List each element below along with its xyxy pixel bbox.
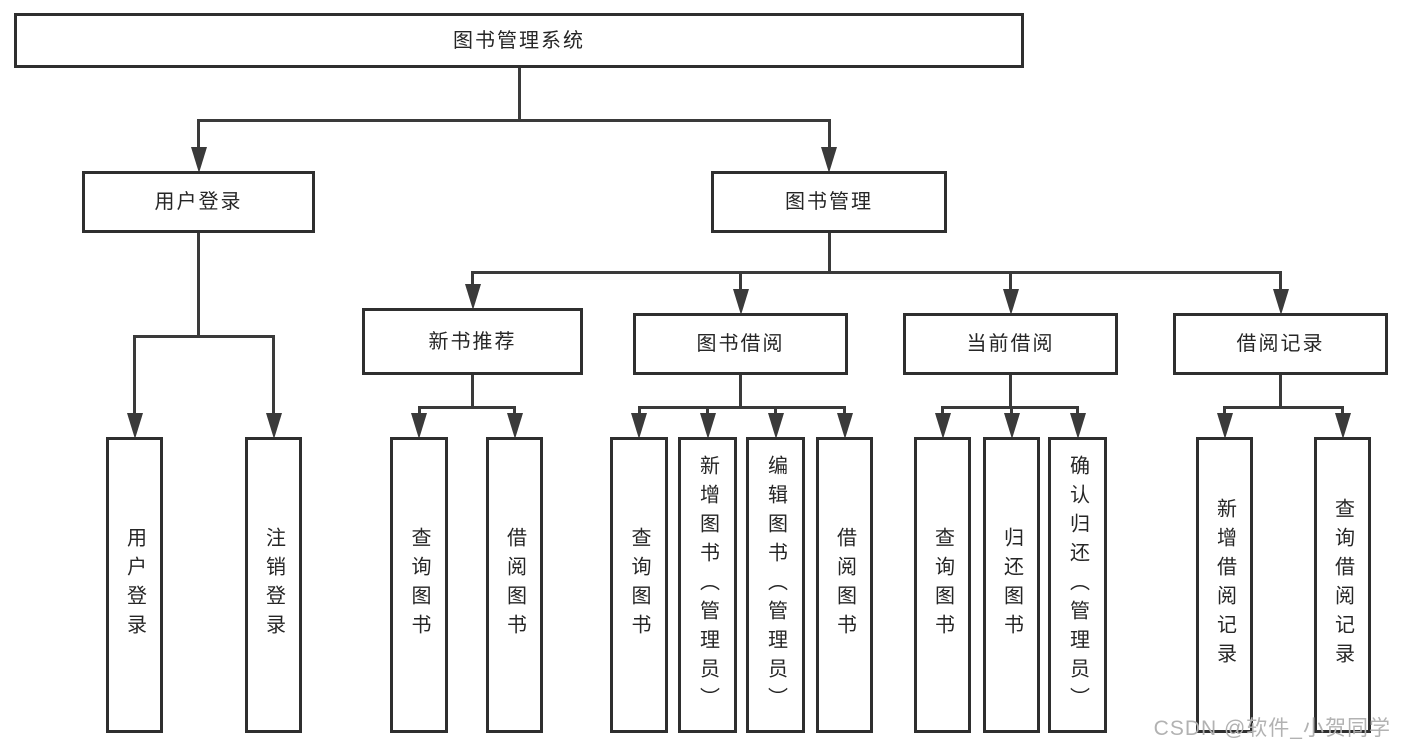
connector-line xyxy=(827,120,831,151)
arrow-head xyxy=(506,413,523,439)
node-new-book-rec: 新书推荐 xyxy=(362,308,583,375)
node-label-leaf-cb-confirm: 确认归还（管理员） xyxy=(1066,454,1089,716)
node-label-leaf-rec-borrow: 借阅图书 xyxy=(503,527,526,643)
arrow-head xyxy=(411,413,427,439)
node-borrow-records: 借阅记录 xyxy=(1173,313,1388,375)
arrow-head xyxy=(1002,289,1019,315)
node-leaf-logout: 注销登录 xyxy=(245,437,302,733)
connector-line xyxy=(272,336,275,417)
connector-line xyxy=(1223,407,1226,417)
node-current-borrow: 当前借阅 xyxy=(903,313,1118,375)
node-book-mgmt: 图书管理 xyxy=(711,171,947,233)
node-label-user-login: 用户登录 xyxy=(154,191,243,213)
node-label-current-borrow: 当前借阅 xyxy=(966,333,1055,355)
connector-line xyxy=(827,233,831,272)
connector-line xyxy=(471,375,474,407)
connector-line xyxy=(637,405,846,409)
node-leaf-user-login: 用户登录 xyxy=(106,437,163,733)
node-label-leaf-logout: 注销登录 xyxy=(262,527,285,643)
connector-line xyxy=(513,407,516,417)
arrow-head xyxy=(126,413,143,439)
arrow-head xyxy=(190,147,207,173)
node-label-book-mgmt: 图书管理 xyxy=(785,191,873,213)
node-root: 图书管理系统 xyxy=(14,13,1024,68)
node-leaf-cb-return: 归还图书 xyxy=(983,437,1040,733)
node-label-leaf-br-add: 新增借阅记录 xyxy=(1213,498,1236,672)
connector-line xyxy=(1009,272,1012,293)
node-leaf-bb-borrow: 借阅图书 xyxy=(816,437,873,733)
arrow-head xyxy=(265,413,282,439)
node-leaf-bb-query: 查询图书 xyxy=(610,437,668,733)
watermark: CSDN @软件_小贺同学 xyxy=(1153,717,1391,740)
node-label-borrow-records: 借阅记录 xyxy=(1236,333,1325,355)
connector-line xyxy=(1279,272,1282,293)
connector-line xyxy=(843,407,846,417)
node-leaf-rec-query: 查询图书 xyxy=(390,437,448,733)
connector-line xyxy=(417,407,421,417)
arrow-head xyxy=(821,147,837,173)
node-user-login: 用户登录 xyxy=(82,171,315,233)
arrow-head xyxy=(732,289,749,315)
node-label-leaf-cb-query: 查询图书 xyxy=(931,527,954,643)
node-leaf-br-query: 查询借阅记录 xyxy=(1314,437,1371,733)
connector-line xyxy=(1076,407,1079,417)
node-label-root: 图书管理系统 xyxy=(453,29,585,52)
arrow-head xyxy=(1272,289,1289,315)
connector-line xyxy=(1010,407,1013,417)
connector-line xyxy=(941,407,944,417)
node-label-leaf-bb-query: 查询图书 xyxy=(628,527,650,643)
connector-line xyxy=(739,375,742,407)
node-leaf-bb-add: 新增图书（管理员） xyxy=(678,437,737,733)
connector-line xyxy=(1279,375,1282,407)
arrow-head xyxy=(631,413,647,439)
connector-line xyxy=(1341,407,1344,417)
node-leaf-rec-borrow: 借阅图书 xyxy=(486,437,543,733)
node-label-leaf-br-query: 查询借阅记录 xyxy=(1331,498,1354,672)
connector-line xyxy=(197,120,200,151)
node-label-book-borrow: 图书借阅 xyxy=(696,333,785,355)
arrow-head xyxy=(464,284,481,310)
arrow-head xyxy=(767,413,784,439)
arrow-head xyxy=(1334,413,1351,439)
node-leaf-cb-query: 查询图书 xyxy=(914,437,971,733)
arrow-head xyxy=(934,413,951,439)
connector-line xyxy=(471,270,1282,274)
connector-line xyxy=(133,336,136,417)
connector-line xyxy=(417,405,516,409)
arrow-head xyxy=(1069,413,1086,439)
node-leaf-cb-confirm: 确认归还（管理员） xyxy=(1048,437,1107,733)
node-leaf-bb-edit: 编辑图书（管理员） xyxy=(746,437,805,733)
connector-line xyxy=(774,407,777,417)
connector-line xyxy=(517,68,521,120)
node-leaf-br-add: 新增借阅记录 xyxy=(1196,437,1253,733)
node-label-leaf-user-login: 用户登录 xyxy=(123,527,146,643)
connector-line xyxy=(197,118,831,122)
node-label-leaf-rec-query: 查询图书 xyxy=(408,527,430,643)
node-label-new-book-rec: 新书推荐 xyxy=(428,330,517,353)
node-label-leaf-bb-add: 新增图书（管理员） xyxy=(696,454,719,716)
connector-line xyxy=(739,272,742,293)
arrow-head xyxy=(1003,413,1020,439)
connector-line xyxy=(637,407,641,417)
arrow-head xyxy=(1216,413,1233,439)
arrow-head xyxy=(836,413,853,439)
node-label-leaf-bb-borrow: 借阅图书 xyxy=(833,527,856,643)
connector-line xyxy=(1223,405,1344,409)
node-book-borrow: 图书借阅 xyxy=(633,313,848,375)
node-label-leaf-cb-return: 归还图书 xyxy=(1000,527,1023,643)
connector-line xyxy=(706,407,709,417)
arrow-head xyxy=(699,413,716,439)
connector-line xyxy=(1009,375,1012,407)
connector-line xyxy=(471,272,474,288)
connector-line xyxy=(197,233,200,336)
connector-line xyxy=(133,334,275,338)
node-label-leaf-bb-edit: 编辑图书（管理员） xyxy=(764,454,787,716)
